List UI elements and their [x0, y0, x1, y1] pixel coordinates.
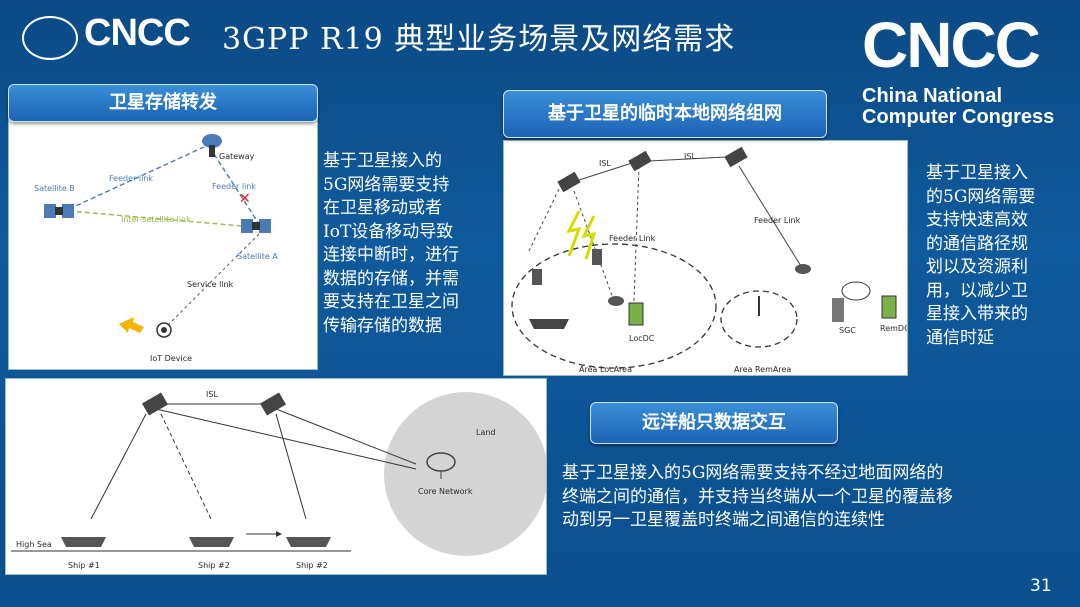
ship-svg: ISL Land Core Network High Sea Ship #1 S… [11, 390, 548, 570]
ship-icon [529, 319, 569, 329]
sgc-server-icon [832, 298, 844, 322]
land-area [384, 392, 548, 556]
satellite-a-icon [241, 219, 271, 233]
satellite-1-icon [557, 171, 581, 193]
ship1-icon [61, 537, 106, 547]
feeder-link-label-2: Feeder Link [754, 216, 801, 225]
satellite-left-icon [141, 392, 169, 416]
satellite-b-label: Satellite B [34, 184, 75, 193]
section3-header: 远洋船只数据交互 [590, 402, 838, 444]
section3-text: 基于卫星接入的5G网络需要支持不经过地面网络的 终端之间的通信，并支持当终端从一… [562, 463, 953, 530]
gateway-label: Gateway [219, 152, 255, 161]
locdc-server-icon [628, 302, 644, 326]
cncc-subtitle-line2: Computer Congress [862, 106, 1055, 128]
iot-device-label: IoT Device [150, 354, 192, 363]
satellite-right-icon [259, 392, 287, 416]
service-link-label: Service link [187, 280, 234, 289]
ship-diagram: ISL Land Core Network High Sea Ship #1 S… [5, 378, 548, 575]
satellite-b-icon [44, 204, 74, 218]
section2-text: 基于卫星接入 的5G网络需要 支持快速高效 的通信路径规 划以及资源利 用，以减… [926, 163, 1036, 348]
movement-arrow-icon [119, 317, 144, 333]
wireless-bolt-2-icon [581, 215, 597, 260]
store-forward-svg: ✕ Gateway Feeder link Feeder link Satell… [34, 134, 278, 363]
locdc-label: LocDC [629, 334, 655, 343]
core-network-label: Core Network [418, 487, 473, 496]
locdc-dish-icon [608, 296, 624, 306]
feeder-link-2-label: Feeder link [212, 182, 256, 191]
satellite-3-icon [724, 146, 748, 168]
page-number: 31 [1030, 576, 1052, 596]
inter-satellite-link-label: Inter-satellite link [121, 215, 191, 224]
core-network-icon [426, 452, 456, 479]
gateway-icon [202, 134, 222, 157]
local-network-diagram: ISL ISL Feeder Link Feeder Link LocDC SG… [503, 140, 910, 376]
wireless-bolt-1-icon [566, 210, 582, 257]
high-sea-label: High Sea [16, 540, 52, 549]
phone-1-icon [532, 269, 542, 285]
area-loc-label: Area LocArea [579, 365, 632, 374]
section1-header: 卫星存储转发 [8, 84, 318, 122]
satellite-2-icon [628, 150, 652, 172]
remdc-label: RemDC [880, 324, 907, 333]
phone-2-icon [592, 249, 602, 265]
ccf-logo [22, 16, 78, 60]
isl-label: ISL [206, 390, 218, 399]
iot-device-icon [156, 322, 172, 338]
sgc-dish-icon [795, 264, 811, 274]
isl-label-1: ISL [599, 159, 611, 168]
feeder-link-1-label: Feeder link [109, 174, 153, 183]
store-forward-diagram: ✕ Gateway Feeder link Feeder link Satell… [8, 118, 318, 370]
area-rem-label: Area RemArea [734, 365, 791, 374]
cloud-icon [841, 281, 871, 301]
remdc-server-icon [881, 295, 897, 319]
section2-header: 基于卫星的临时本地网络组网 [503, 90, 827, 138]
cncc-subtitle: China National Computer Congress [862, 86, 1054, 128]
ship1-label: Ship #1 [68, 561, 100, 570]
ship2a-icon [189, 537, 234, 547]
land-label: Land [476, 428, 496, 437]
isl-label-2: ISL [684, 152, 696, 161]
section1-text: 基于卫星接入的 5G网络需要支持 在卫星移动或者 IoT设备移动导致 连接中断时… [323, 151, 459, 336]
feeder-link-label-1: Feeder Link [609, 234, 656, 243]
cncc-subtitle-line1: China National [862, 85, 1003, 107]
cncc-small-logo: CNCC [84, 12, 191, 54]
local-network-svg: ISL ISL Feeder Link Feeder Link LocDC SG… [511, 146, 910, 374]
cncc-big-logo: CNCC [862, 9, 1041, 81]
move-arrow-icon [276, 531, 282, 537]
ship2a-label: Ship #2 [198, 561, 230, 570]
satellite-a-label: Satellite A [237, 252, 278, 261]
slide-title: 3GPP R19 典型业务场景及网络需求 [222, 22, 736, 57]
ship2b-icon [286, 537, 331, 547]
ship2b-label: Ship #2 [296, 561, 328, 570]
sgc-label: SGC [839, 326, 856, 335]
broken-link-icon: ✕ [239, 191, 251, 207]
